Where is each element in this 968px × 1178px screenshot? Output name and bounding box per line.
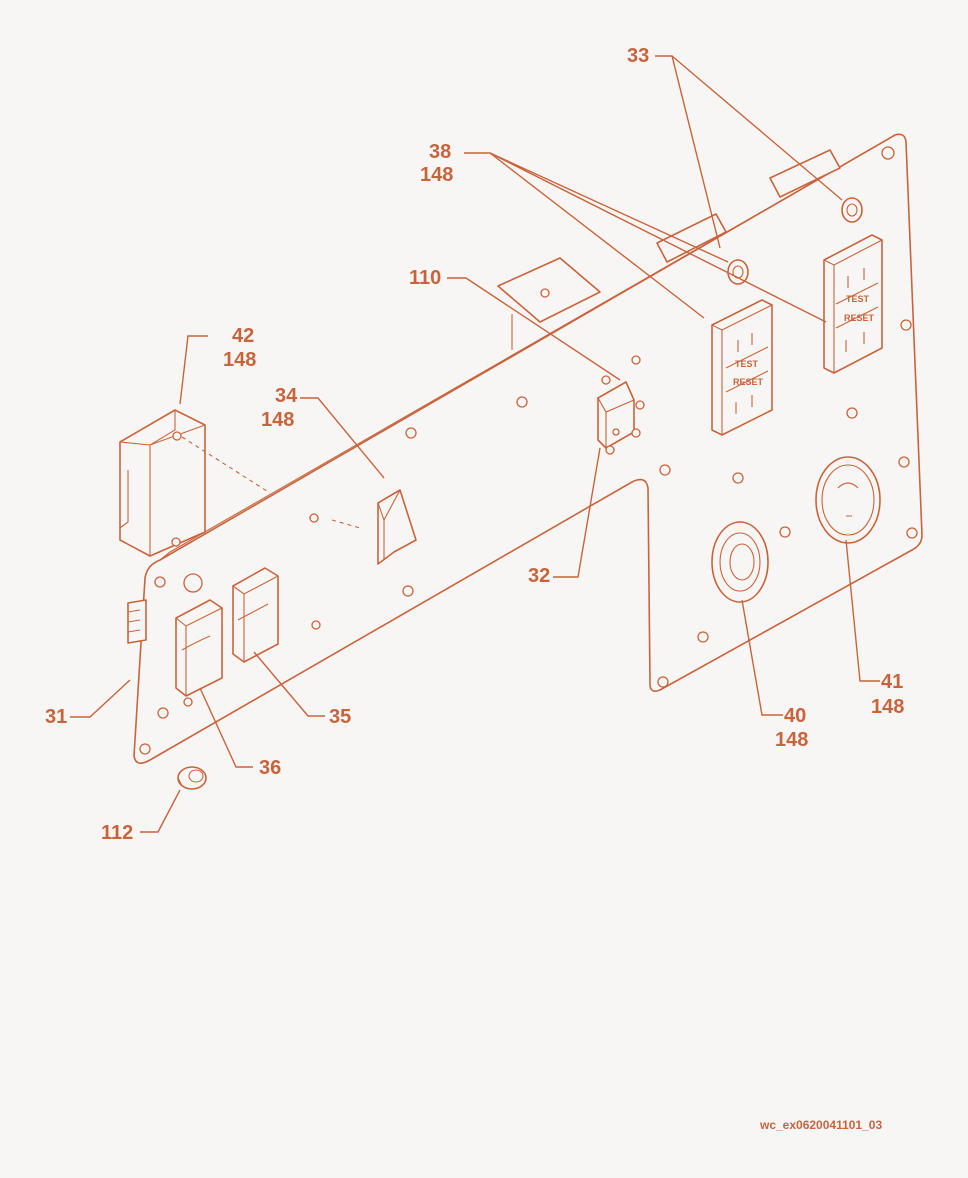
callout-40: 40 (784, 705, 806, 727)
part-32-switch (597, 355, 645, 455)
leader-lines (70, 55, 880, 833)
receptacle-reset-label: RESET (733, 377, 764, 387)
part-34-switch (331, 489, 417, 565)
callout-112: 112 (101, 822, 133, 844)
callout-38: 38 (429, 141, 451, 163)
receptacle-test-label: TEST (846, 294, 870, 304)
callout-31: 31 (45, 706, 67, 728)
callout-labels: 33 38 148 110 42 148 34 148 32 41 148 40… (45, 45, 904, 844)
callout-38-148: 148 (420, 164, 453, 186)
receptacle-test-label: TEST (735, 359, 759, 369)
part-31-terminal (127, 599, 147, 644)
callout-36: 36 (259, 757, 281, 779)
part-112-grommet (177, 766, 207, 790)
rear-brackets (497, 149, 841, 350)
part-41-receptacle (815, 456, 881, 544)
drawing-reference-number: wc_ex0620041101_03 (759, 1118, 882, 1132)
part-38-receptacle-lower: TEST RESET (711, 299, 773, 436)
callout-40-148: 148 (775, 729, 808, 751)
callout-35: 35 (329, 706, 351, 728)
callout-41-148: 148 (871, 696, 904, 718)
callout-33: 33 (627, 45, 649, 67)
callout-32: 32 (528, 565, 550, 587)
part-38-receptacle-upper: TEST RESET (823, 234, 883, 374)
callout-41: 41 (881, 671, 903, 693)
panel-holes (139, 146, 918, 755)
callout-34-148: 148 (261, 409, 294, 431)
receptacle-reset-label: RESET (844, 313, 875, 323)
part-35-switch (232, 567, 279, 663)
callout-34: 34 (275, 385, 298, 407)
callout-110: 110 (409, 267, 441, 289)
callout-42: 42 (232, 325, 254, 347)
part-42-enclosure (119, 409, 271, 557)
part-40-receptacle (711, 521, 769, 603)
callout-42-148: 148 (223, 349, 256, 371)
part-36-switch (175, 599, 223, 697)
control-panel-plate (133, 133, 923, 764)
